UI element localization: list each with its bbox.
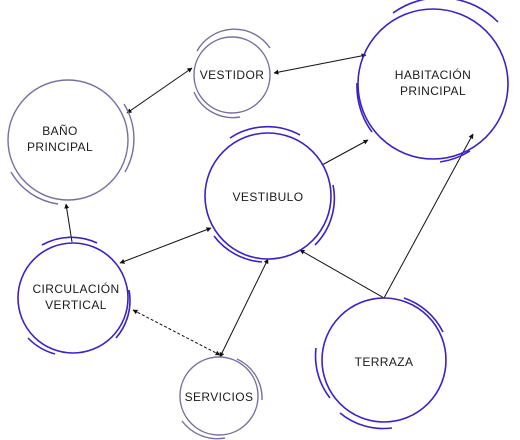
node-habitacion-label-line1: HABITACIÓN — [395, 67, 471, 82]
node-terraza-label: TERRAZA — [355, 355, 414, 369]
node-vestidor-arc — [193, 91, 241, 119]
node-vestibulo-arc — [314, 184, 336, 246]
connector-vestibulo-habitacion — [321, 139, 369, 166]
node-bano-label-line1: BAÑO — [42, 124, 78, 138]
node-vestidor: VESTIDOR — [193, 28, 271, 119]
node-vestibulo-arc — [229, 125, 301, 139]
node-servicios-label: SERVICIOS — [185, 390, 254, 404]
connector-circulacion-servicios — [132, 309, 221, 356]
node-circulacion-arc — [41, 236, 98, 246]
connector-bano-circulacion — [64, 203, 73, 243]
node-terraza-arc — [339, 412, 393, 430]
node-terraza-arc — [403, 297, 444, 333]
node-circulacion-arc — [115, 289, 131, 339]
node-bano-label-line2: PRINCIPAL — [27, 140, 93, 154]
node-servicios-circle — [179, 356, 259, 436]
node-bano-circle — [7, 79, 129, 201]
node-servicios-arc — [236, 358, 263, 401]
connector-vestibulo-servicios — [219, 258, 269, 358]
node-servicios-arc — [181, 420, 226, 440]
node-terraza-circle — [321, 297, 447, 423]
connector-terraza-habitacion — [383, 133, 474, 299]
node-circulacion-label-line1: CIRCULACIÓN — [32, 281, 119, 296]
node-vestibulo-circle — [204, 132, 332, 260]
connectors — [64, 53, 474, 358]
node-servicios: SERVICIOS — [179, 356, 263, 440]
node-terraza: TERRAZA — [314, 297, 447, 430]
node-bano-arc — [123, 103, 135, 173]
node-habitacion-arc — [356, 82, 373, 133]
node-vestibulo-arc — [213, 235, 263, 263]
node-vestidor-circle — [193, 36, 271, 114]
connector-circulacion-vestibulo — [119, 227, 212, 264]
node-circulacion-label-line2: VERTICAL — [45, 298, 107, 312]
connector-vestidor-bano — [126, 67, 193, 114]
node-bano-principal: BAÑO PRINCIPAL — [7, 79, 135, 205]
node-terraza-arc — [314, 347, 331, 399]
node-circulacion-arc — [27, 337, 56, 355]
connector-vestibulo-terraza — [299, 249, 385, 299]
node-habitacion-circle — [357, 8, 509, 160]
node-bano-arc — [10, 171, 59, 205]
connector-vestidor-habitacion — [273, 53, 367, 75]
node-habitacion-arc — [392, 0, 499, 23]
node-circulacion-vertical: CIRCULACIÓN VERTICAL — [17, 236, 131, 355]
node-habitacion-label-line2: PRINCIPAL — [400, 84, 466, 98]
node-vestidor-arc — [196, 28, 271, 52]
node-habitacion-principal: HABITACIÓN PRINCIPAL — [356, 0, 509, 163]
node-vestibulo-label: VESTIBULO — [233, 190, 304, 204]
node-vestibulo: VESTIBULO — [204, 125, 336, 263]
node-vestidor-label: VESTIDOR — [200, 68, 265, 82]
node-habitacion-arc — [439, 150, 471, 163]
node-circulacion-circle — [17, 242, 129, 354]
